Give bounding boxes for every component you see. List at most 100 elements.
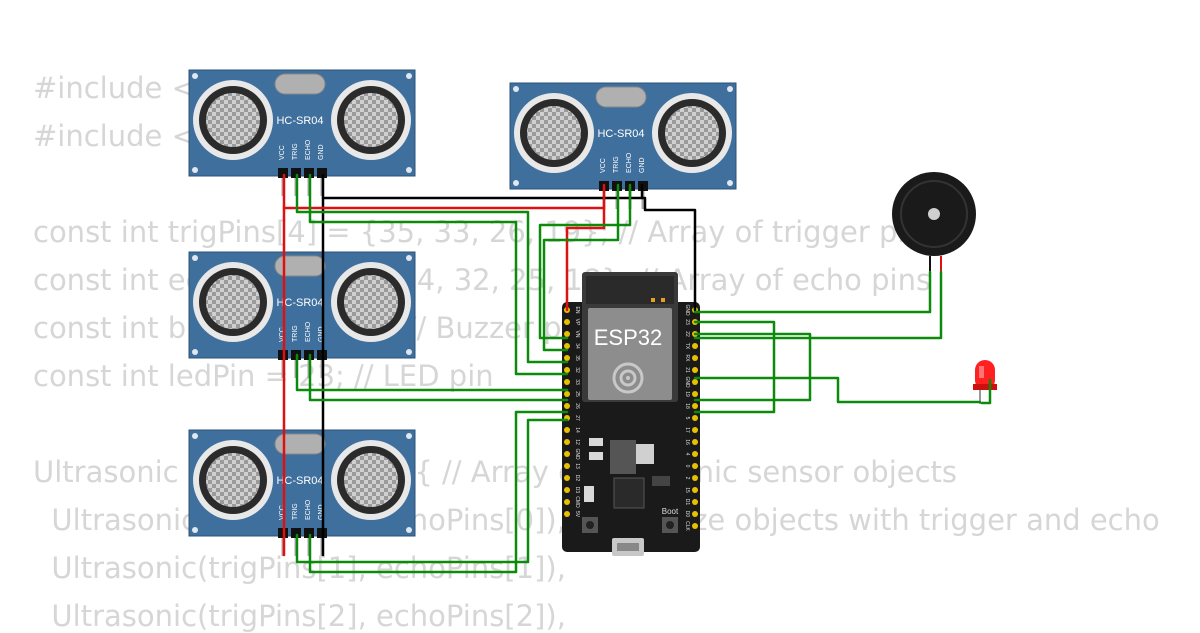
sensor-pin-label: GND — [318, 144, 325, 160]
board-pin-label: GND — [684, 376, 690, 388]
board-pin[interactable] — [564, 463, 570, 469]
board-pin[interactable] — [564, 331, 570, 337]
wire-signal — [295, 173, 569, 364]
sensor-pin[interactable] — [291, 528, 301, 538]
board-pin-label: CLK — [684, 521, 690, 531]
board-pin[interactable] — [692, 511, 698, 517]
wire-led — [693, 376, 982, 404]
wire-signal — [308, 353, 569, 402]
board-pin-label: 13 — [574, 463, 580, 469]
board-pin[interactable] — [692, 379, 698, 385]
wire-buzzer — [693, 270, 943, 340]
board-pin[interactable] — [564, 487, 570, 493]
sensor-pin[interactable] — [304, 528, 314, 538]
sensor-pin-label: TRIG — [292, 325, 299, 342]
wifi-logo-icon — [612, 362, 644, 394]
board-pin[interactable] — [692, 499, 698, 505]
board-pin[interactable] — [692, 355, 698, 361]
board-pin[interactable] — [564, 403, 570, 409]
wire-signal — [542, 183, 620, 352]
wire-signal — [295, 418, 569, 564]
board-pin-label: 25 — [574, 391, 580, 397]
board-pin-label: D1 — [684, 499, 690, 506]
board-pin[interactable] — [692, 427, 698, 433]
board-pin-label: 18 — [684, 403, 690, 409]
board-pin[interactable] — [564, 499, 570, 505]
sensor-pin-label: VCC — [279, 145, 286, 160]
board-pin[interactable] — [692, 439, 698, 445]
board-pin-label: TX — [684, 343, 690, 350]
board-pin-label: 4 — [684, 453, 690, 456]
board-pin-label: 19 — [684, 391, 690, 397]
board-pin[interactable] — [564, 379, 570, 385]
sensor-pin-label: VCC — [279, 505, 286, 520]
esp32-board[interactable]: ESP32 Boot ENVPVN343532332526271412GND13… — [562, 272, 700, 556]
board-pin[interactable] — [564, 451, 570, 457]
board-pin[interactable] — [564, 439, 570, 445]
wire-ground — [321, 173, 697, 312]
board-pin-label: 2 — [684, 477, 690, 480]
board-pin[interactable] — [692, 367, 698, 373]
sensor-label: HC-SR04 — [276, 297, 323, 309]
board-pin-label: EN — [574, 307, 580, 314]
board-pin-label: RX — [684, 355, 690, 363]
sensor-pin[interactable] — [278, 168, 288, 178]
board-pin-label: 21 — [684, 367, 690, 373]
sensor-pin-label: VCC — [279, 327, 286, 342]
board-pin-label: CMD — [574, 496, 580, 508]
wire-led — [980, 378, 992, 405]
sensor-pin-label: ECHO — [626, 152, 633, 173]
board-pin-label: 34 — [574, 343, 580, 349]
board-pin-label: 26 — [574, 403, 580, 409]
board-pin-label: 32 — [574, 367, 580, 373]
sensor-pin[interactable] — [317, 168, 327, 178]
board-pin[interactable] — [564, 319, 570, 325]
sensor-pin-label: GND — [639, 157, 646, 173]
board-pin[interactable] — [692, 451, 698, 457]
sensor-pin-label: GND — [318, 326, 325, 342]
board-pin-label: 16 — [684, 439, 690, 445]
board-pin-label: D2 — [574, 475, 580, 482]
board-pin[interactable] — [692, 415, 698, 421]
board-pin[interactable] — [564, 343, 570, 349]
board-pin[interactable] — [564, 475, 570, 481]
code-line: Ultrasonic(trigPins[2], echoPins[2]), — [33, 599, 566, 633]
wire-signal — [538, 183, 632, 340]
sensor-label: HC-SR04 — [597, 128, 644, 140]
sensor-label: HC-SR04 — [276, 475, 323, 487]
board-pin[interactable] — [692, 487, 698, 493]
board-pin[interactable] — [692, 463, 698, 469]
board-pin-label: 12 — [574, 439, 580, 445]
board-pin[interactable] — [564, 367, 570, 373]
board-pin[interactable] — [564, 355, 570, 361]
board-pin-label: D3 — [574, 487, 580, 494]
sensor-pin-label: ECHO — [305, 321, 312, 342]
board-pin[interactable] — [692, 403, 698, 409]
sensor-pin[interactable] — [304, 168, 314, 178]
board-pin[interactable] — [564, 427, 570, 433]
board-pin[interactable] — [692, 475, 698, 481]
sensor-pin-label: ECHO — [305, 499, 312, 520]
board-pin[interactable] — [564, 391, 570, 397]
board-pin[interactable] — [692, 343, 698, 349]
board-pin[interactable] — [692, 523, 698, 529]
board-pin[interactable] — [564, 511, 570, 517]
board-pin-label: GND — [684, 304, 690, 316]
buzzer[interactable] — [892, 172, 976, 272]
code-line: Ultrasonic(trigPins[1], echoPins[1]), — [33, 551, 566, 585]
sensor-pin[interactable] — [291, 168, 301, 178]
board-pin[interactable] — [692, 391, 698, 397]
sensor-label: HC-SR04 — [276, 115, 323, 127]
board-pin-label: 17 — [684, 427, 690, 433]
board-pin-label: VP — [574, 319, 580, 326]
led[interactable] — [973, 360, 997, 404]
board-pin-label: 0 — [684, 465, 690, 468]
buzzer-icon — [892, 172, 976, 256]
